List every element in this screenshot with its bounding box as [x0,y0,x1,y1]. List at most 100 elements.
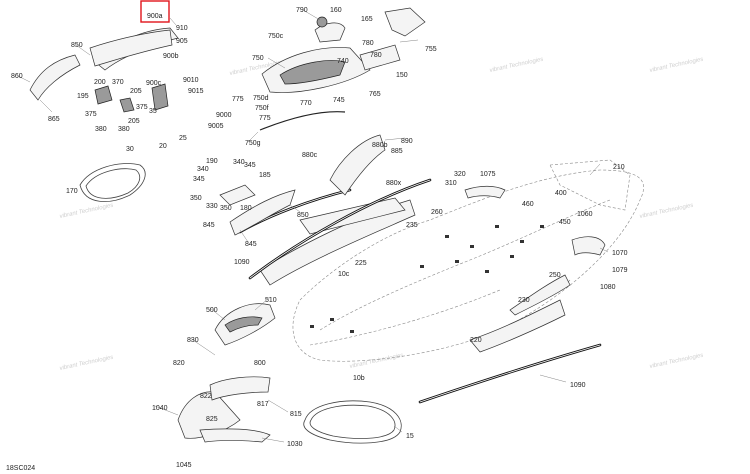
part-callout-label: 375 [136,104,148,111]
part-callout-label: 865 [48,116,60,123]
part-callout-label: 510 [265,297,277,304]
part-callout-label: 205 [130,88,142,95]
watermark-text: vibrant Technologies [59,203,114,220]
part-callout-label: 1075 [480,171,496,178]
part-callout-label: 340 [233,159,245,166]
part-callout-label: 817 [257,401,269,408]
part-callout-label: 350 [220,205,232,212]
part-callout-label: 900a [147,13,163,20]
part-callout-label: 250 [549,272,561,279]
part-callout-label: 750d [253,95,269,102]
highlight-box [140,0,170,23]
part-callout-label: 150 [396,72,408,79]
part-callout-label: 750g [245,140,261,147]
part-callout-label: 885 [391,148,403,155]
part-callout-label: 460 [522,201,534,208]
watermark-text: vibrant Technologies [649,353,704,370]
part-callout-label: 1060 [577,211,593,218]
part-callout-label: 800 [254,360,266,367]
part-callout-label: 1045 [176,462,192,469]
leader-lines [17,9,609,443]
part-callout-label: 450 [559,219,571,226]
watermark-text: vibrant Technologies [59,355,114,372]
part-callout-label: 755 [425,46,437,53]
glovebox-assembly [29,27,179,113]
part-callout-label: 825 [206,416,218,423]
part-callout-label: 185 [259,172,271,179]
part-callout-label: 500 [206,307,218,314]
part-callout-label: 880c [302,152,318,159]
part-callout-label: 775 [232,96,244,103]
watermark-text: vibrant Technologies [489,57,544,74]
part-callout-label: 380 [95,126,107,133]
part-callout-label: 200 [94,79,106,86]
part-callout-label: 9005 [208,123,224,130]
part-callout-label: 20 [159,143,167,150]
part-callout-label: 850 [71,42,83,49]
part-callout-label: 170 [66,188,78,195]
part-callout-label: 780 [370,52,382,59]
watermark-text: vibrant Technologies [639,203,694,220]
part-callout-label: 9010 [183,77,199,84]
part-callout-label: 905 [176,38,188,45]
part-callout-label: 35 [149,108,157,115]
part-callout-label: 210 [613,164,625,171]
part-callout-label: 900b [163,53,179,60]
part-callout-label: 765 [369,91,381,98]
part-callout-label: 160 [330,7,342,14]
part-callout-label: 900c [146,80,162,87]
part-callout-label: 345 [193,176,205,183]
part-callout-label: 740 [337,58,349,65]
part-callout-label: 340 [197,166,209,173]
part-callout-label: 205 [128,118,140,125]
part-callout-label: 845 [203,222,215,229]
part-callout-label: 1080 [600,284,616,291]
part-callout-label: 230 [518,297,530,304]
part-callout-label: 310 [445,180,457,187]
part-callout-label: 330 [206,203,218,210]
part-callout-label: 880b [372,142,388,149]
part-callout-label: 220 [470,337,482,344]
part-callout-label: 890 [401,138,413,145]
part-callout-label: 345 [244,162,256,169]
part-callout-label: 770 [300,100,312,107]
part-callout-label: 30 [126,146,134,153]
center-console [259,7,426,131]
part-callout-label: 370 [112,79,124,86]
part-callout-label: 235 [406,222,418,229]
part-callout-label: 165 [361,16,373,23]
front-panels [177,303,276,443]
part-callout-label: 1090 [570,382,586,389]
part-callout-label: 822 [200,393,212,400]
part-callout-label: 375 [85,111,97,118]
part-callout-label: 380 [118,126,130,133]
part-callout-label: 25 [179,135,187,142]
part-callout-label: 815 [290,411,302,418]
part-callout-label: 180 [240,205,252,212]
watermark-text: vibrant Technologies [349,353,404,370]
part-callout-label: 830 [187,337,199,344]
floor-mats [79,163,402,444]
part-callout-label: 225 [355,260,367,267]
part-callout-label: 850 [297,212,309,219]
part-callout-label: 880x [386,180,402,187]
part-callout-label: 9000 [216,112,232,119]
part-callout-label: 1070 [612,250,628,257]
part-callout-label: 350 [190,195,202,202]
part-callout-label: 1079 [612,267,628,274]
watermark-text: vibrant Technologies [649,57,704,74]
diagram-code: 18SC024 [6,465,35,472]
part-callout-label: 9015 [188,88,204,95]
deck-mat-pads [259,197,571,353]
part-callout-label: 860 [11,73,23,80]
part-callout-label: 910 [176,25,188,32]
part-callout-label: 10c [338,271,350,278]
part-callout-label: 260 [431,209,443,216]
part-callout-label: 190 [206,158,218,165]
part-callout-label: 790 [296,7,308,14]
part-callout-label: 775 [259,115,271,122]
part-callout-label: 400 [555,190,567,197]
part-callout-label: 845 [245,241,257,248]
